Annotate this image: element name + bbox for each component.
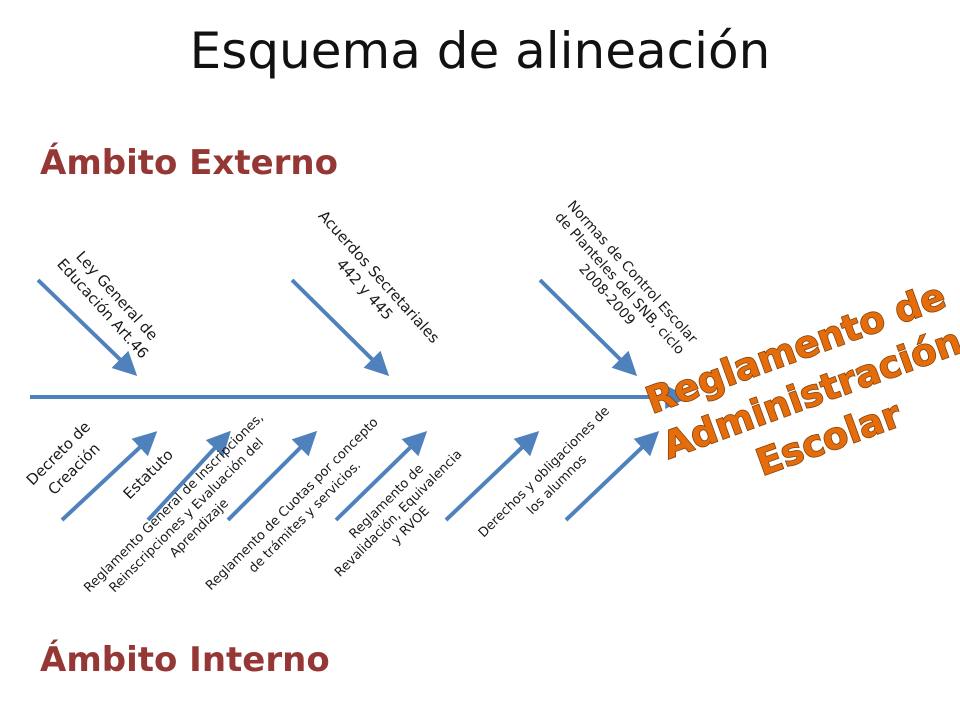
external-cause-label-3-line: de Planteles del SNB, ciclo — [551, 209, 687, 358]
external-cause-arrow-3 — [538, 278, 638, 377]
internal-cause-label-1: Decreto deCreación — [23, 418, 110, 505]
external-cause-label-2-line: Acuerdos Secretariales — [315, 207, 444, 347]
external-cause-label-2: Acuerdos Secretariales442 y 445 — [300, 207, 443, 360]
external-cause-label-1: Ley General deEducación Art.46 — [53, 242, 166, 362]
internal-cause-label-2-line: Estatuto — [120, 446, 177, 503]
internal-cause-label-6: Derechos y obligaciones delos alumnos — [476, 404, 626, 554]
internal-cause-arrow-3 — [226, 430, 318, 522]
effect-label: Reglamento deAdministraciónEscolar — [640, 274, 960, 512]
external-cause-arrow-1 — [36, 278, 138, 377]
internal-cause-arrow-4 — [334, 430, 428, 522]
internal-cause-label-2: Estatuto — [120, 446, 177, 503]
internal-cause-label-3: Reglamento General de Inscripciones,Rein… — [81, 410, 292, 621]
external-scope-heading: Ámbito Externo — [40, 143, 338, 183]
internal-cause-label-3-line: Reinscripciones y Evaluación del — [107, 436, 267, 596]
internal-cause-arrow-5 — [444, 431, 540, 522]
internal-cause-arrow-1 — [60, 431, 158, 522]
internal-cause-arrow-6 — [564, 431, 660, 522]
page-title: Esquema de alineación — [189, 22, 771, 80]
external-cause-label-3: Normas de Control Escolarde Planteles de… — [538, 198, 700, 370]
internal-cause-arrow-2 — [146, 430, 231, 522]
external-cause-arrow-2 — [290, 278, 390, 377]
internal-scope-heading: Ámbito Interno — [40, 640, 330, 680]
